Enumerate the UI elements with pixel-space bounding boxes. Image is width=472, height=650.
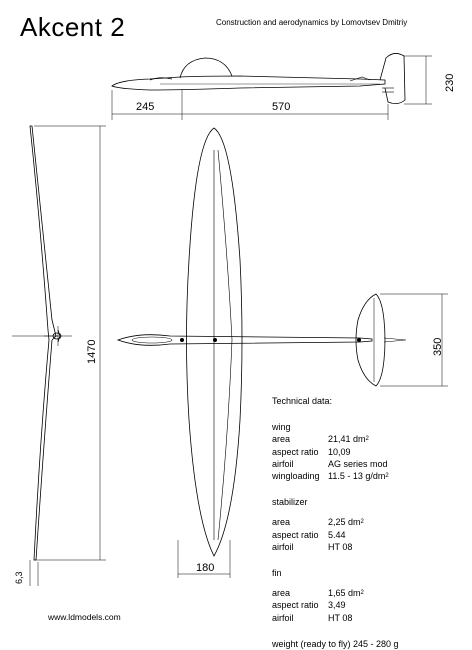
top-dimensions [177,293,448,578]
side-dimensions [111,55,432,120]
stab-area-value: 2,25 dm [328,517,361,528]
wing-ar-key: aspect ratio [272,446,319,457]
fin-area-value: 1,65 dm [328,588,361,599]
top-fuselage [116,334,373,346]
top-wing [186,127,243,557]
stab-ar-value: 5.44 [328,529,346,540]
author-credit: Construction and aerodynamics by Lomovts… [216,18,408,27]
front-view [12,125,72,561]
technical-heading: Technical data: [272,396,333,406]
stab-area-unit-exp: 2 [360,519,364,526]
side-fin [379,53,406,104]
wing-area-value: 21,41 dm [328,434,366,445]
fin-airfoil-key: airfoil [272,612,294,623]
wing-area-unit-exp: 2 [365,436,369,443]
wingspan-label: 1470 [86,339,98,364]
wing-section-label: wing [272,422,291,433]
wing-ar-value: 10,09 [328,446,351,457]
stab-ar-key: aspect ratio [272,529,319,540]
wing-area-key: area [272,434,291,445]
tailboom-length-label: 570 [272,101,291,113]
model-title: Akcent 2 [20,12,126,42]
nose-length-label: 245 [136,101,155,113]
fin-section-label: fin [272,568,282,579]
wingloading-unit-exp: 2 [385,473,389,480]
stab-airfoil-value: HT 08 [328,541,353,552]
front-dimensions [29,125,106,586]
top-view [116,127,407,557]
fin-height-label: 230 [444,73,456,92]
wing-airfoil-key: airfoil [272,458,294,469]
side-canopy [179,57,233,79]
stab-airfoil-key: airfoil [272,541,294,552]
fin-area-key: area [272,588,291,599]
top-stabilizer [355,293,386,387]
side-view [111,53,406,104]
fin-ar-key: aspect ratio [272,600,319,611]
stabilizer-section-label: stabilizer [272,497,308,508]
wingloading-value: 11.5 - 13 g/dm [328,471,386,482]
fin-airfoil-value: HT 08 [328,612,353,623]
website-link[interactable]: www.ldmodels.com [48,612,121,622]
fin-area-unit-exp: 2 [360,590,364,597]
stab-area-key: area [272,517,291,528]
fin-ar-value: 3,49 [328,600,346,611]
wing-airfoil-value: AG series mod [328,458,388,469]
stabilizer-span-label: 350 [432,337,444,356]
root-chord-label: 180 [196,562,215,574]
side-fuselage [111,75,386,91]
wingloading-key: wingloading [272,471,320,482]
front-wing-left [29,125,57,561]
dihedral-label: 6,3 [14,571,24,584]
